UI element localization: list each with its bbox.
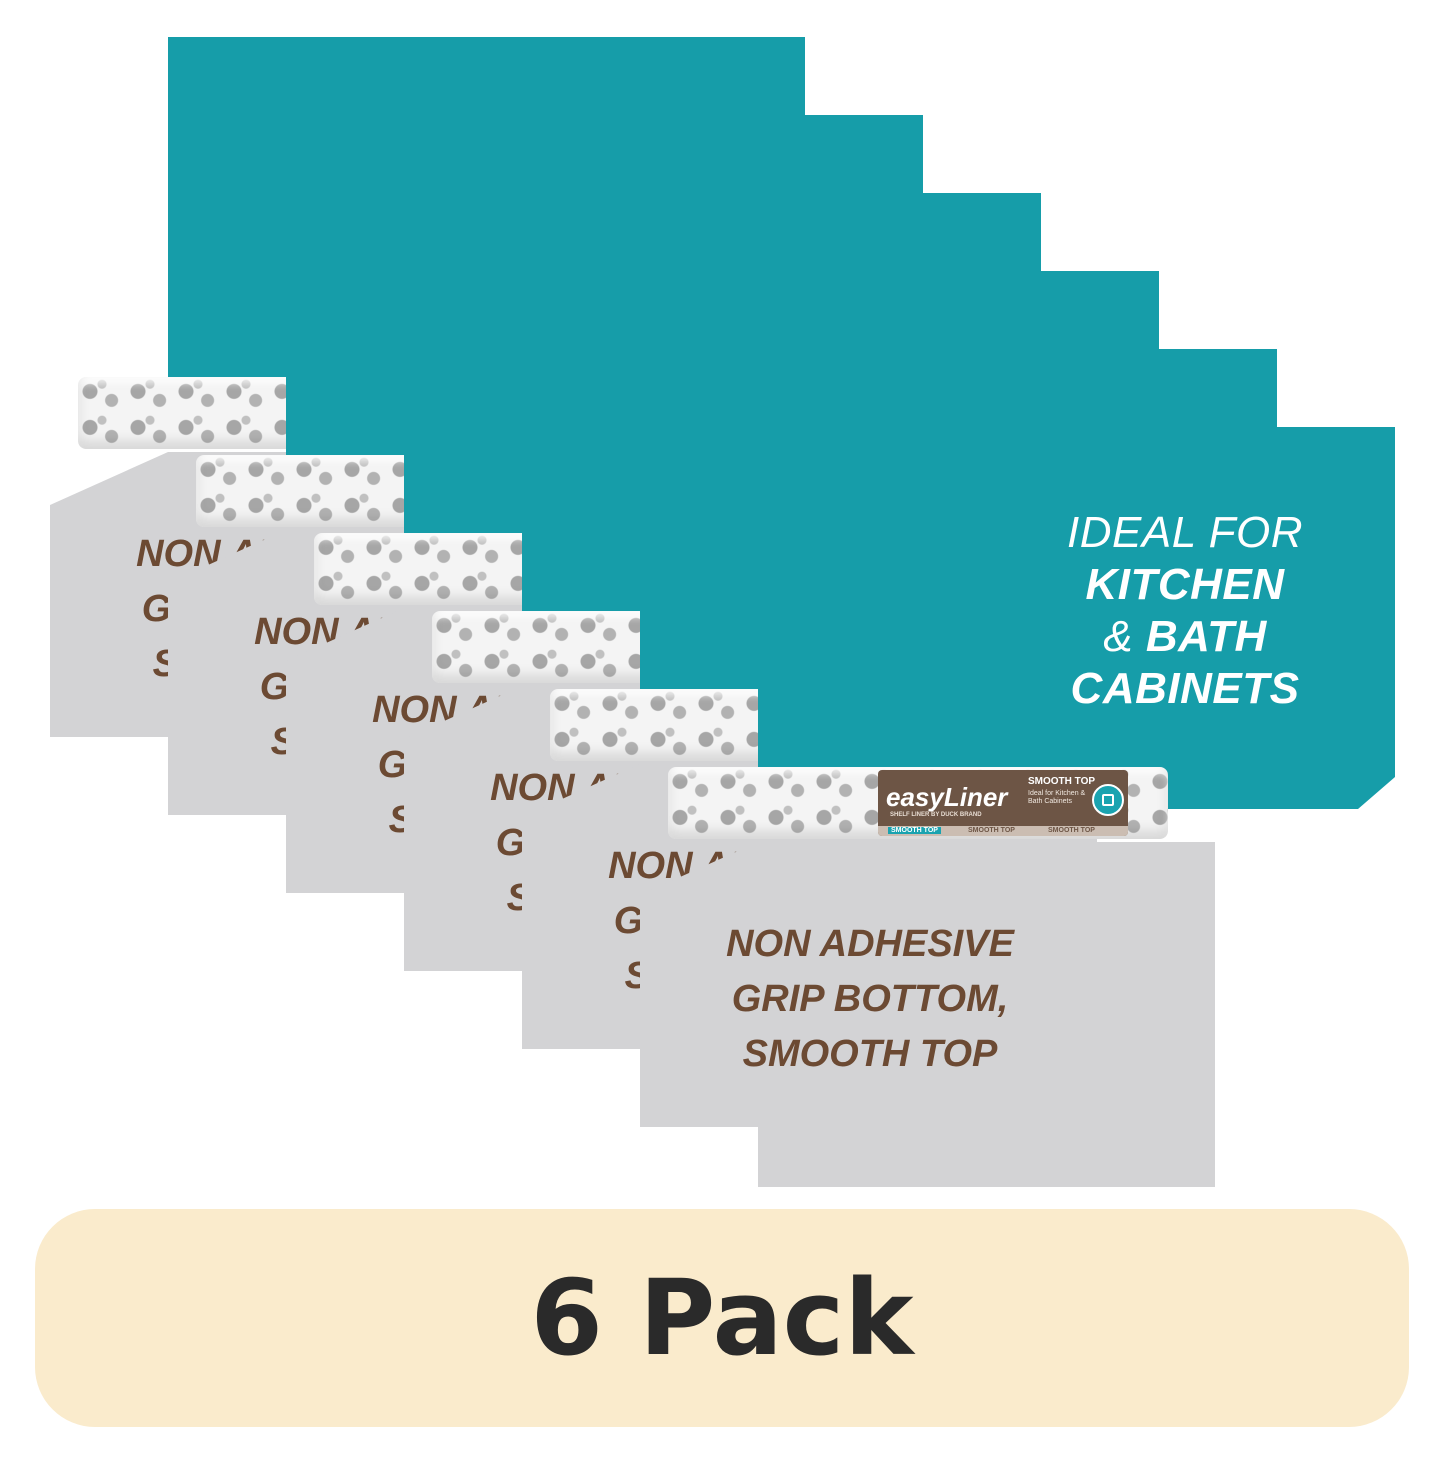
teal-headline: IDEAL FOR KITCHEN & BATH CABINETS xyxy=(1035,507,1335,715)
gray-headline: NON ADHESIVE GRIP BOTTOM, SMOOTH TOP xyxy=(670,917,1070,1082)
strip-text-1: SMOOTH TOP xyxy=(888,827,941,834)
strip-text-2: SMOOTH TOP xyxy=(968,827,1015,834)
strip-text-3: SMOOTH TOP xyxy=(1048,827,1095,834)
teal-line-3-bold: BATH xyxy=(1145,612,1267,661)
label-ideal: Ideal for Kitchen & Bath Cabinets xyxy=(1028,790,1086,805)
teal-line-4: CABINETS xyxy=(1070,664,1300,713)
label-product: SMOOTH TOP xyxy=(1028,776,1096,787)
gray-line-1: NON ADHESIVE xyxy=(726,923,1014,965)
gray-line-2: GRIP BOTTOM, xyxy=(731,978,1009,1020)
product-card-6: IDEAL FOR KITCHEN & BATH CABINETS NON AD… xyxy=(640,427,1400,1187)
teal-panel xyxy=(758,427,1395,809)
label-brand: easyLiner xyxy=(886,782,1008,812)
pack-count-label: 6 Pack xyxy=(530,1257,914,1379)
teal-line-2: KITCHEN xyxy=(1085,560,1285,609)
product-badge-icon xyxy=(1092,784,1124,816)
gray-line-3: SMOOTH TOP xyxy=(742,1033,998,1075)
label-sub: SHELF LINER BY DUCK BRAND xyxy=(890,812,982,818)
pack-banner: 6 Pack xyxy=(35,1209,1409,1427)
label-strip: SMOOTH TOP SMOOTH TOP SMOOTH TOP xyxy=(878,826,1128,836)
teal-line-1: IDEAL FOR xyxy=(1067,508,1303,557)
roll-label: easyLiner SHELF LINER BY DUCK BRAND SMOO… xyxy=(878,770,1128,836)
teal-line-3-amp: & xyxy=(1103,612,1146,661)
